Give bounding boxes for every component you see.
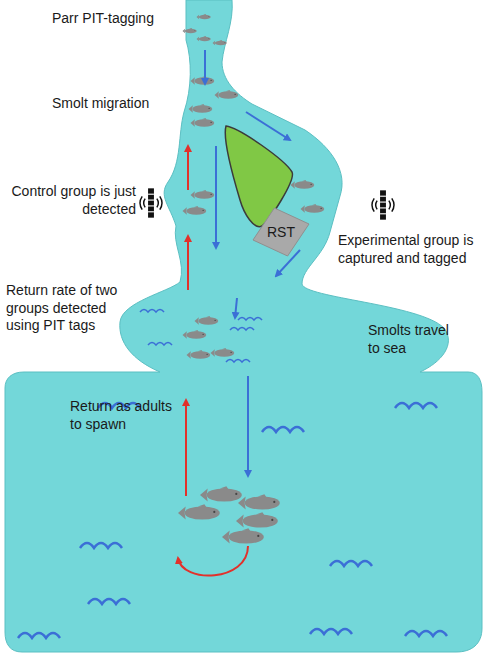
trap-box: RST: [259, 212, 303, 252]
waves: [18, 310, 447, 639]
annotation-label: Return as adults to spawn: [70, 398, 178, 433]
water-body: [5, 0, 482, 652]
annotation-label: Parr PIT-tagging: [52, 10, 172, 28]
trap-outline: [253, 208, 309, 256]
annotation-label: Smolts travel to sea: [368, 322, 463, 357]
blue-arrows: [205, 50, 300, 476]
trap-label: RST: [267, 224, 295, 240]
antenna-icon: [372, 190, 394, 219]
red-arrows: [178, 146, 248, 576]
antenna-icon: [140, 188, 162, 217]
fish-group: [178, 14, 324, 544]
annotation-label: Return rate of two groups detected using…: [6, 282, 138, 335]
annotation-label: Control group is just detected: [10, 183, 136, 218]
annotation-label: Experimental group is captured and tagge…: [338, 232, 483, 267]
annotation-label: Smolt migration: [52, 95, 172, 113]
